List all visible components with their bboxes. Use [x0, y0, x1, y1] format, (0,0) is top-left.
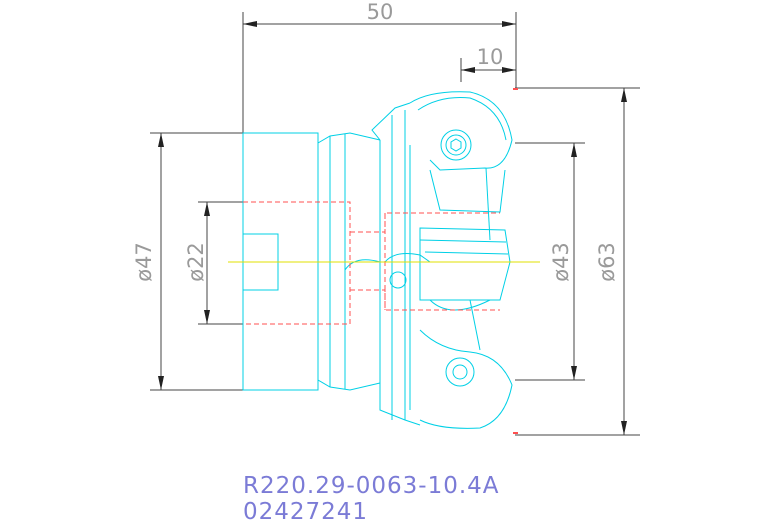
dimension-inner-diameter: ø43 [515, 142, 585, 381]
hidden-bore-lines [243, 201, 500, 325]
cutting-diameter-label: ø63 [595, 242, 619, 282]
reference-marks [513, 88, 518, 434]
shank-diameter-label: ø47 [132, 242, 156, 282]
dimension-bore-diameter: ø22 [184, 201, 243, 325]
dimension-overall-length: 50 [242, 0, 517, 133]
dimension-insert-offset: 10 [460, 45, 516, 82]
bore-diameter-label: ø22 [184, 242, 208, 282]
insert-offset-label: 10 [477, 45, 504, 69]
part-designation: R220.29-0063-10.4A [243, 473, 500, 499]
overall-length-label: 50 [367, 0, 394, 24]
cutter-body-outline [242, 91, 513, 429]
order-number: 02427241 [243, 499, 368, 523]
inner-diameter-label: ø43 [549, 242, 573, 282]
dimension-cutting-diameter: ø63 [515, 87, 640, 436]
dimension-shank-diameter: ø47 [132, 132, 243, 391]
